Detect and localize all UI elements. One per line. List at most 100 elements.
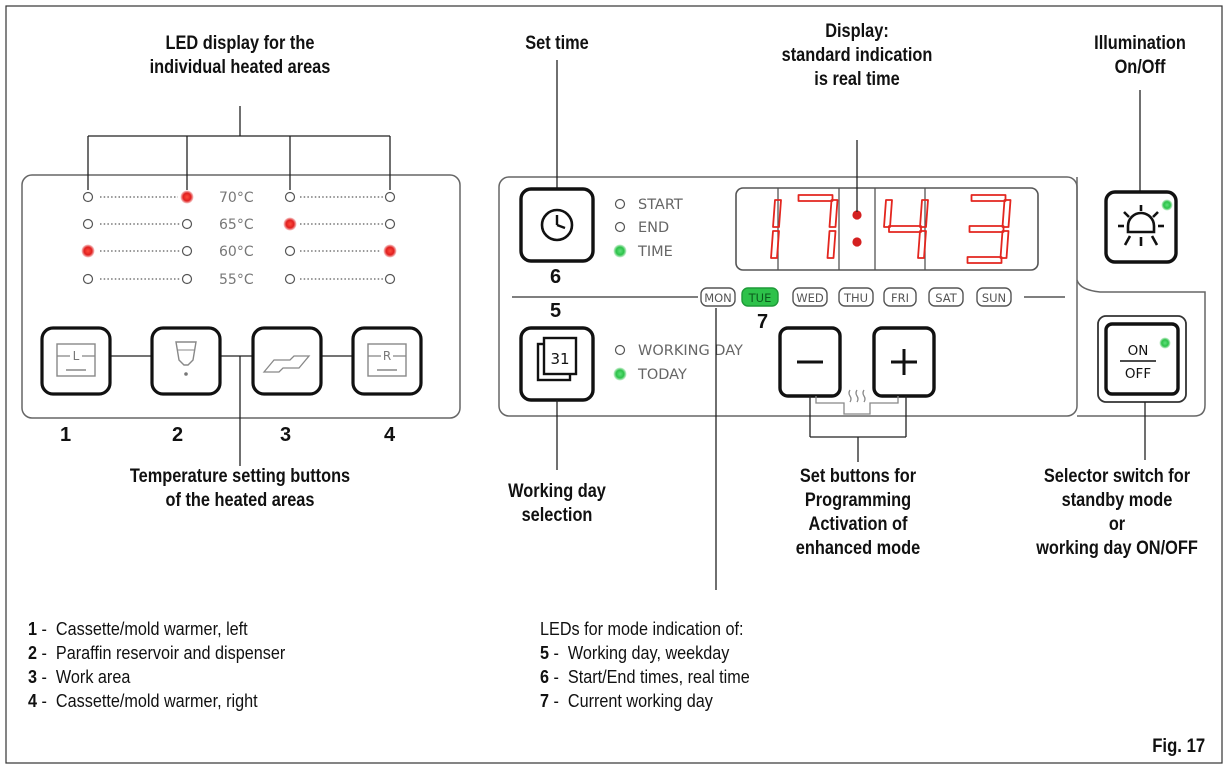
temp-label: 70°C	[219, 190, 254, 206]
svg-text:SAT: SAT	[935, 291, 957, 305]
segment	[797, 194, 834, 202]
clock-icon	[540, 208, 574, 242]
warmer-right-button[interactable]: R	[351, 326, 423, 396]
set-buttons-callout	[809, 396, 907, 462]
left-panel	[21, 174, 461, 419]
illumination-button[interactable]	[1104, 190, 1178, 264]
led-green	[613, 244, 627, 258]
calendar-icon: 31	[536, 336, 578, 382]
mode-time-label: TIME	[637, 244, 673, 260]
svg-text:MON: MON	[704, 291, 732, 305]
svg-text:THU: THU	[843, 291, 868, 305]
figure-number: Fig. 17	[1152, 736, 1205, 757]
day-mode-leds	[613, 344, 627, 381]
temp-label: 65°C	[219, 217, 254, 233]
segment	[970, 194, 1007, 202]
legend-title: LEDs for mode indication of:	[540, 619, 744, 639]
led-red	[81, 244, 95, 258]
right-panel-extension	[1076, 279, 1206, 417]
mode-today-label: TODAY	[637, 367, 687, 383]
legend-left: 1 - Cassette/mold warmer, left 2 - Paraf…	[28, 617, 285, 713]
lamp-icon	[1118, 205, 1164, 246]
calendar-number: 31	[550, 350, 569, 368]
segment	[828, 199, 839, 228]
number-3: 3	[280, 424, 292, 446]
temp-label: 60°C	[219, 244, 254, 260]
mode-working-day-label: WORKING DAY	[638, 343, 743, 359]
weekday-sun: SUN	[976, 287, 1012, 307]
figure-frame	[5, 5, 1223, 764]
number-1: 1	[60, 424, 72, 446]
led-red	[180, 190, 194, 204]
led-red	[383, 244, 397, 258]
svg-text:L: L	[73, 349, 80, 363]
segment	[966, 256, 1003, 264]
weekday-sat: SAT	[928, 287, 964, 307]
off-label: OFF	[1125, 366, 1151, 382]
number-6: 6	[550, 266, 562, 288]
minus-button[interactable]	[778, 326, 842, 398]
set-time-button[interactable]	[519, 187, 595, 263]
digit-3	[966, 194, 1012, 264]
on-label: ON	[1128, 343, 1149, 359]
segment	[888, 225, 922, 233]
seven-segment-digits	[770, 194, 1012, 264]
weekday-thu: THU	[838, 287, 874, 307]
led-callout-lines	[87, 106, 391, 190]
digit-1	[770, 199, 782, 259]
mode-start-label: START	[638, 197, 683, 213]
colon-dot	[852, 237, 862, 247]
led-green	[613, 367, 627, 381]
svg-text:WED: WED	[796, 291, 824, 305]
time-mode-leds	[613, 198, 627, 258]
weekday-tue: TUE	[741, 287, 779, 307]
set-time-label: Set time	[525, 33, 589, 54]
time-mode-labels: START END TIME	[637, 197, 683, 260]
segment	[1001, 199, 1012, 228]
segment	[968, 225, 1005, 233]
paraffin-dispenser-button[interactable]	[150, 326, 222, 396]
plus-button[interactable]	[872, 326, 936, 398]
working-day-button[interactable]: 31	[519, 326, 595, 402]
segment	[919, 199, 929, 228]
weekday-indicators: MON TUE WED THU FRI SAT SUN	[700, 287, 1012, 307]
on-off-switch[interactable]: ON OFF	[1097, 315, 1187, 403]
day-mode-labels: WORKING DAY TODAY	[637, 343, 743, 383]
legend-item: 4 - Cassette/mold warmer, right	[28, 691, 258, 711]
legend-item: 1 - Cassette/mold warmer, left	[28, 619, 248, 639]
number-4: 4	[384, 424, 396, 446]
time-display	[735, 187, 1039, 271]
segment	[770, 230, 780, 259]
warmer-left-button[interactable]: L	[40, 326, 112, 396]
weekday-mon: MON	[700, 287, 736, 307]
segment	[883, 199, 893, 228]
number-7: 7	[757, 311, 769, 333]
temperature-labels: 70°C 65°C 60°C 55°C	[219, 190, 254, 288]
svg-text:R: R	[383, 349, 391, 363]
colon-dot	[852, 210, 862, 220]
led-red	[283, 217, 297, 231]
weekday-wed: WED	[792, 287, 828, 307]
segment	[999, 230, 1010, 259]
legend-item: 5 - Working day, weekday	[540, 643, 730, 663]
led-grid	[81, 190, 397, 285]
segment	[772, 199, 782, 228]
digit-7	[797, 194, 839, 259]
svg-text:SUN: SUN	[982, 291, 1006, 305]
weekday-fri: FRI	[883, 287, 917, 307]
work-area-button[interactable]	[251, 326, 323, 396]
legend-item: 3 - Work area	[28, 667, 131, 687]
segment	[826, 230, 837, 259]
mode-end-label: END	[638, 220, 669, 236]
svg-text:FRI: FRI	[891, 291, 909, 305]
legend-item: 6 - Start/End times, real time	[540, 667, 750, 687]
